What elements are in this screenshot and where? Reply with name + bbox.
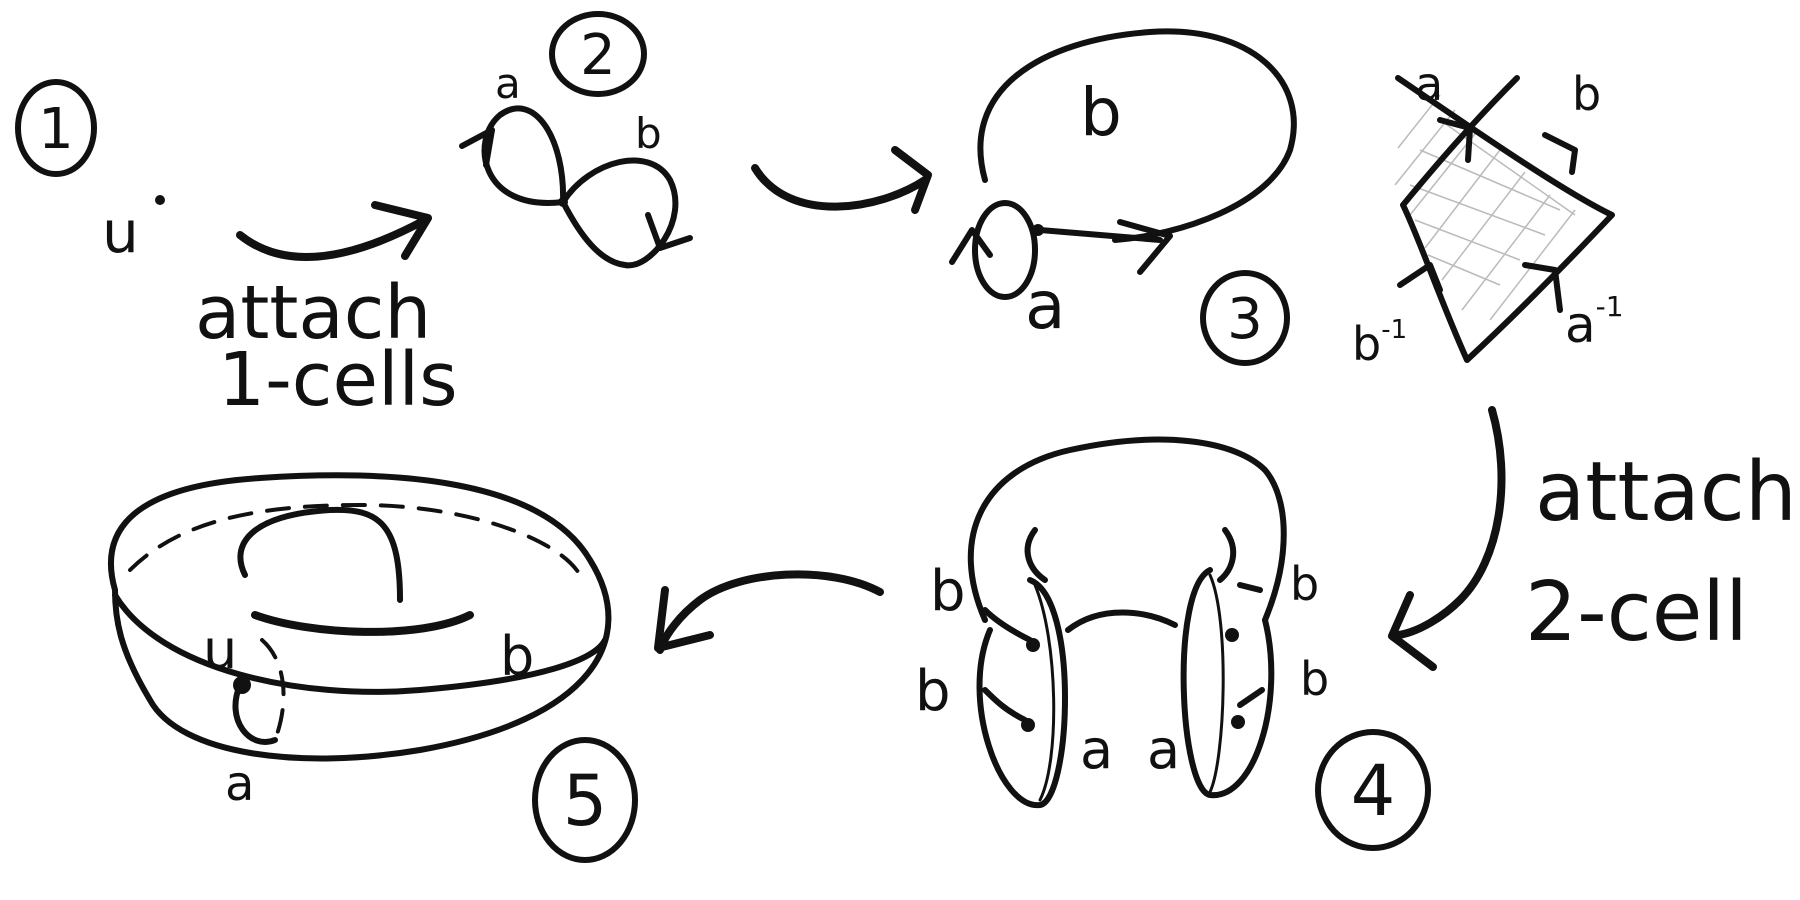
arrow-2-to-3-head <box>891 146 932 214</box>
step-3-vertex <box>1032 224 1044 236</box>
arrow-4-to-5-head <box>654 586 714 652</box>
loop-b <box>560 157 679 269</box>
step-4-circle <box>1315 729 1431 851</box>
two-cell-hatching <box>1394 94 1576 321</box>
arrow-1-to-2 <box>236 216 429 262</box>
left-end-inner <box>1033 583 1056 802</box>
step-2-label-b: b <box>635 109 662 158</box>
step-4-label-b-3: b <box>1290 557 1319 611</box>
tube-middle <box>1065 609 1178 633</box>
step-1-number: 1 <box>38 97 74 162</box>
two-cell-square: a b b-1 a-1 <box>1352 57 1624 371</box>
step-5-circle <box>532 737 638 863</box>
torus-label-a: a <box>225 756 254 812</box>
step-3-number: 3 <box>1227 287 1263 352</box>
step-3-label-a: a <box>1025 267 1065 344</box>
step-4-vertex-3 <box>1225 628 1239 642</box>
arrow-2-to-3-line <box>751 164 929 211</box>
step-1-circle <box>15 79 97 177</box>
torus-label-u: u <box>203 618 237 681</box>
step-4-arrow-b3 <box>1237 582 1263 593</box>
square-label-ainv: a-1 <box>1565 290 1624 354</box>
square-label-ainv-exp: -1 <box>1596 290 1624 323</box>
caption-attach-1cells-line2: 1-cells <box>218 337 458 423</box>
vertex-u-label: u <box>102 198 139 266</box>
step-2-circle <box>549 11 647 97</box>
step-4-vertex-2 <box>1021 718 1035 732</box>
arrow-4-to-5-line <box>656 570 884 654</box>
step-3-circle <box>1200 270 1290 366</box>
edge-ainv-arrow <box>1522 262 1563 313</box>
loop-b-connector <box>1037 227 1163 243</box>
step-2-vertex <box>558 197 568 207</box>
step-4-label-b-4: b <box>1300 652 1329 706</box>
arrow-2-to-3 <box>751 146 932 214</box>
arrow-attach-2-cell: attach 2-cell <box>1388 406 1797 671</box>
right-end-outer <box>1180 567 1275 799</box>
loop-a <box>481 105 567 206</box>
edge-binv-arrow <box>1397 262 1443 293</box>
step-4-vertex-4 <box>1231 715 1245 729</box>
step-4-label-a-2: a <box>1147 718 1180 781</box>
vertex-u-dot <box>155 195 165 205</box>
loop-b-large <box>977 28 1297 243</box>
loop-a-small <box>972 200 1038 300</box>
square-label-binv-exp: -1 <box>1381 315 1407 345</box>
loop-a-small-arrow <box>949 227 993 265</box>
caption-attach-2cell-line1: attach <box>1535 445 1797 540</box>
edge-b-arrow <box>1542 132 1578 175</box>
step-2: 2 a b <box>459 11 693 269</box>
torus-hole-bottom <box>251 611 474 636</box>
step-4-label-a-1: a <box>1080 718 1113 781</box>
torus-meridian-a <box>232 682 278 745</box>
torus-hole-top <box>237 506 403 603</box>
left-end-outer <box>976 577 1068 809</box>
step-3: b a 3 <box>949 28 1297 366</box>
caption-attach-1cells-line1: attach <box>195 270 431 356</box>
torus-meridian-dash <box>260 638 286 742</box>
edge-a-arrow <box>1437 117 1473 163</box>
square-label-ainv-base: a <box>1565 296 1596 354</box>
step-5: u b a 5 <box>107 472 638 863</box>
two-cell-boundary <box>1395 75 1615 363</box>
square-label-b: b <box>1572 67 1601 121</box>
caption-attach-2cell-line2: 2-cell <box>1525 565 1748 660</box>
tube-inner-left <box>1024 527 1048 583</box>
square-label-binv: b-1 <box>1352 315 1407 371</box>
step-1: 1 u <box>15 79 165 266</box>
step-2-number: 2 <box>580 23 616 88</box>
step-4: b b b b a a 4 <box>915 436 1431 851</box>
arrow-attach-1-cells: attach 1-cells <box>195 201 458 423</box>
right-end-inner <box>1208 573 1225 794</box>
loop-a-arrow <box>459 127 495 168</box>
arrow-1-to-2-head <box>371 201 432 260</box>
arrow-4-to-5 <box>654 570 884 654</box>
loop-b-large-arrow <box>1117 219 1173 275</box>
square-label-binv-base: b <box>1352 317 1381 371</box>
step-4-label-b-1: b <box>930 559 966 624</box>
torus-label-b: b <box>500 625 534 688</box>
step-4-arrow-b4 <box>1237 687 1265 708</box>
step-4-label-b-2: b <box>915 659 951 724</box>
tube-outer <box>967 436 1287 623</box>
tube-inner-right <box>1217 527 1237 583</box>
step-4-number: 4 <box>1351 750 1396 832</box>
step-2-label-a: a <box>495 59 521 108</box>
arrow-square-to-4 <box>1394 406 1506 639</box>
step-4-arrow-b1 <box>982 607 1033 643</box>
torus-side <box>112 592 608 695</box>
step-5-number: 5 <box>563 760 608 842</box>
loop-b-arrow <box>645 212 693 251</box>
step-3-label-b: b <box>1080 74 1122 151</box>
arrow-square-to-4-head <box>1388 591 1437 671</box>
square-label-a: a <box>1415 57 1443 111</box>
step-4-arrow-b2 <box>982 687 1028 723</box>
step-4-vertex-1 <box>1026 638 1040 652</box>
torus-vertex-u <box>233 676 251 694</box>
torus-outer <box>107 472 612 762</box>
torus-back-dash <box>128 502 582 577</box>
